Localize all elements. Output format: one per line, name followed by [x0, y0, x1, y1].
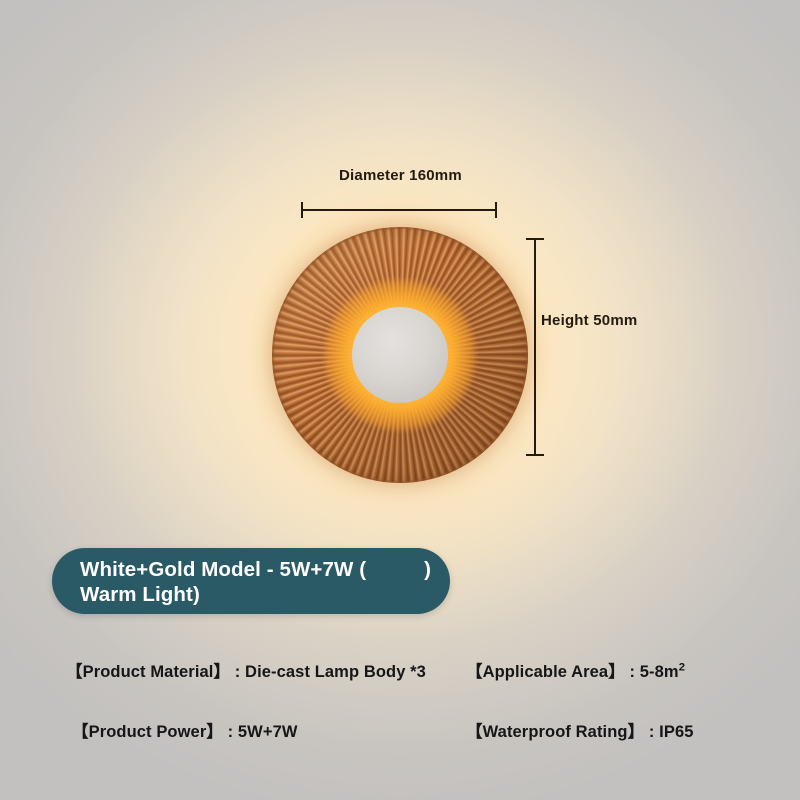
spec-key: 【Product Power】 [72, 723, 223, 741]
height-dimension-line [526, 238, 544, 456]
wall-lamp-fixture [182, 137, 618, 573]
spec-key: 【Waterproof Rating】 [466, 723, 645, 741]
diameter-dimension-line [301, 202, 497, 218]
model-variant-banner: White+Gold Model - 5W+7W ( )Warm Light) [52, 548, 450, 614]
spec-applicable-area: 【Applicable Area】 : 5-8m2 [466, 658, 685, 682]
spec-separator: : [644, 723, 660, 741]
diameter-dimension-label: Diameter 160mm [339, 167, 462, 184]
spec-value: Die-cast Lamp Body *3 [245, 663, 426, 681]
spec-key: 【Applicable Area】 [466, 663, 625, 681]
model-variant-label: White+Gold Model - 5W+7W ( )Warm Light) [80, 558, 432, 606]
spec-value: 5W+7W [237, 723, 298, 741]
spec-value: 5-8m [639, 663, 679, 681]
spec-separator: : [624, 663, 640, 681]
spec-value: IP65 [659, 723, 694, 741]
spec-product-power: 【Product Power】 : 5W+7W [72, 718, 298, 742]
spec-separator: : [222, 723, 238, 741]
height-dimension-label: Height 50mm [541, 312, 638, 329]
spec-key: 【Product Material】 [66, 663, 231, 681]
spec-product-material: 【Product Material】 : Die-cast Lamp Body … [66, 658, 426, 682]
lamp-center-disc [352, 307, 448, 403]
spec-value-superscript: 2 [678, 661, 686, 674]
spec-waterproof-rating: 【Waterproof Rating】 : IP65 [466, 718, 694, 742]
spec-separator: : [230, 663, 246, 681]
